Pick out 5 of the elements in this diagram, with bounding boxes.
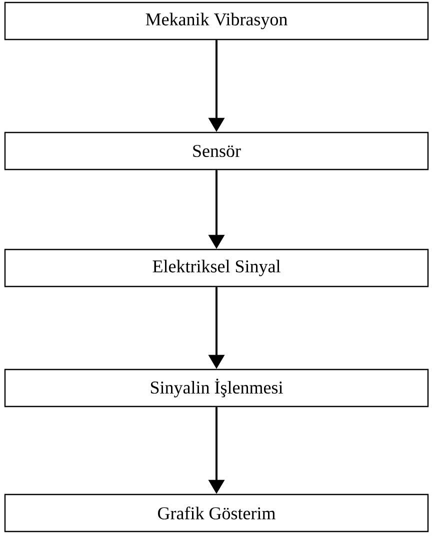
process-box: Sensör (4, 132, 429, 170)
process-box: Grafik Gösterim (4, 494, 429, 532)
process-box: Elektriksel Sinyal (4, 248, 429, 288)
process-box: Sinyalin İşlenmesi (4, 368, 429, 408)
process-box: Mekanik Vibrasyon (4, 2, 429, 40)
